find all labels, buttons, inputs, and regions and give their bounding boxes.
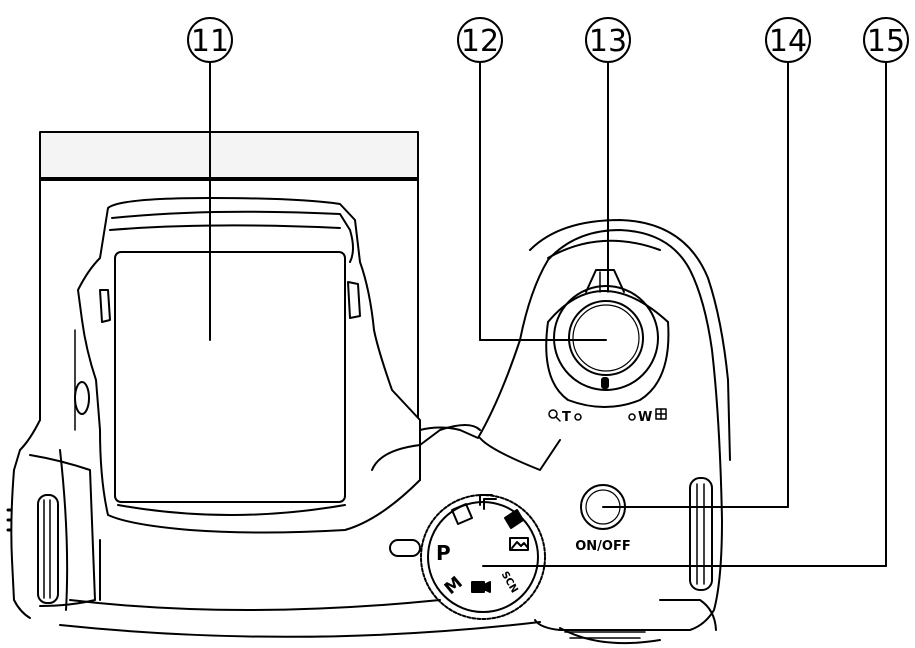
camera-right-body	[371, 219, 731, 645]
mode-dial-program-label: P	[436, 541, 451, 565]
wide-label: W	[638, 410, 652, 425]
smart-auto-icon	[451, 503, 473, 525]
left-strap-lug	[37, 494, 59, 604]
leader-lines	[209, 61, 887, 567]
camera-top-block	[39, 131, 419, 421]
callout-11-number: 11	[191, 24, 229, 59]
callout-12-number: 12	[461, 24, 499, 59]
callout-14-circle	[765, 17, 811, 63]
callout-15-number: 15	[867, 24, 905, 59]
flash-window	[114, 251, 346, 503]
camera-left-body	[6, 329, 96, 619]
callout-14-number: 14	[769, 24, 807, 59]
left-side-button	[74, 381, 90, 415]
status-indicator	[389, 539, 421, 557]
magnifier-icon	[548, 409, 558, 419]
zoom-lever-tab[interactable]	[585, 269, 625, 293]
flash-left-hinge	[99, 289, 111, 323]
callout-13-circle	[585, 17, 631, 63]
shutter-zoom-assembly	[545, 269, 670, 408]
callout-numbers: 11 12 13 14 15	[191, 24, 905, 59]
zoom-labels-icons	[548, 408, 667, 422]
callout-11-circle	[187, 17, 233, 63]
flash-right-hinge	[347, 281, 361, 319]
tele-indicator-dot	[574, 413, 582, 421]
callout-12-circle	[457, 17, 503, 63]
tele-label: T	[562, 410, 571, 425]
shutter-button[interactable]	[568, 300, 644, 376]
right-strap-lug	[689, 477, 713, 591]
burst-icon	[479, 494, 497, 510]
callout-15-circle	[863, 17, 909, 63]
callout-circles	[187, 17, 909, 63]
zoom-lever-ring[interactable]	[553, 285, 659, 391]
wide-indicator-dot	[628, 413, 636, 421]
portrait-icon	[504, 509, 524, 529]
video-icon	[471, 581, 491, 593]
flash-housing	[59, 197, 541, 638]
magnifier-handle	[555, 416, 561, 422]
mode-dial-assembly[interactable]	[420, 494, 546, 620]
callout-13-number: 13	[589, 24, 627, 59]
power-button-label: ON/OFF	[575, 539, 631, 554]
landscape-icon	[509, 537, 529, 551]
